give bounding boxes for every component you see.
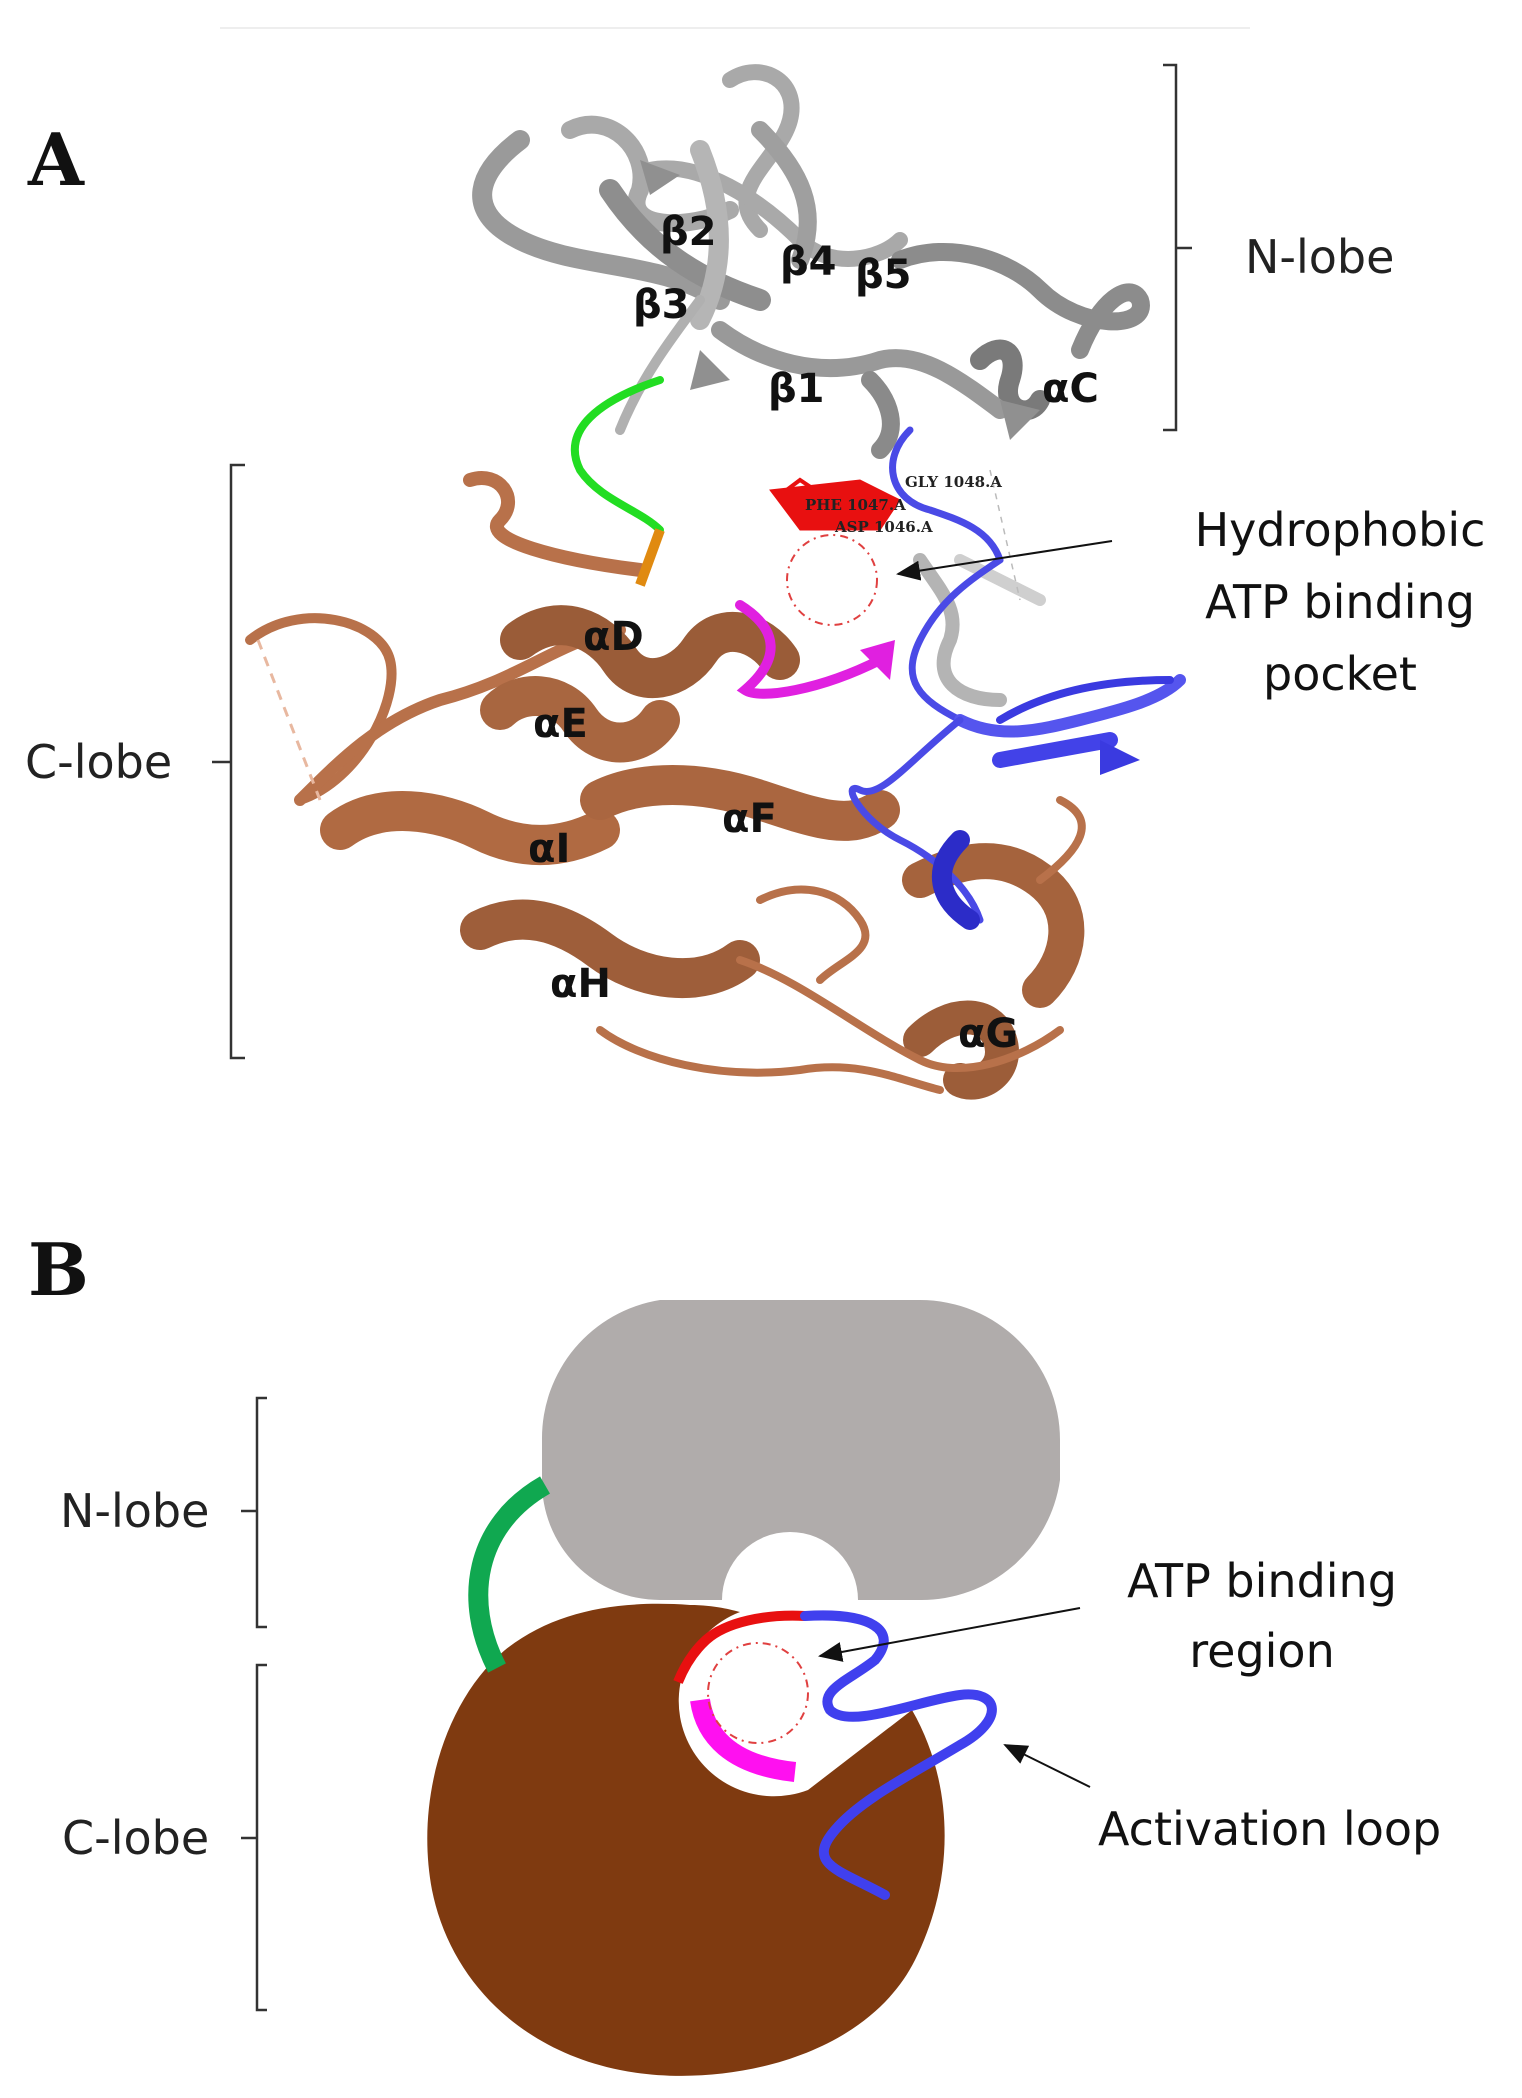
helix-label-af: αF [722,796,777,842]
panel-b: B N-lobe C-lobe ATP binding region Activ… [28,1227,1441,2076]
n-lobe-ribbon [472,64,1150,707]
atp-region-label-line1: ATP binding [1127,1554,1397,1608]
helix-label-ag: αG [958,1011,1018,1057]
catalytic-arc [690,1698,797,1782]
dashed-guide [989,469,1021,601]
activation-loop-arrow [1003,1744,1091,1788]
pocket-label-line1: Hydrophobic [1195,503,1486,557]
panel-a: A [25,27,1486,1100]
disordered-segment [256,639,322,801]
strand-label-b3: β3 [633,282,689,328]
c-lobe-ribbon [245,471,1086,1100]
helix-label-ac: αC [1042,366,1099,412]
n-lobe-bracket [1163,63,1192,432]
atp-region-label-line2: region [1189,1624,1334,1678]
activation-loop-label: Activation loop [1098,1802,1441,1856]
catalytic-loop-arrowhead [860,640,895,680]
strand-label-b2: β2 [660,209,716,255]
n-lobe-bracket-b [241,1396,267,1629]
pocket-label-line2: ATP binding [1205,575,1475,629]
n-lobe-label: N-lobe [1245,230,1394,284]
panel-b-letter: B [28,1227,89,1312]
activation-loop-arrowhead [1100,740,1140,775]
atp-region-arrow [818,1607,1081,1662]
gatekeeper-stick [635,528,665,587]
panel-a-letter: A [27,117,85,202]
residue-label-gly: GLY 1048.A [905,473,1002,491]
helix-label-ai: αI [528,826,570,872]
linker-region [468,1476,551,1673]
c-lobe-shape [427,1603,945,2076]
atp-region-circle [707,1642,809,1744]
atp-pocket-circle [786,534,878,626]
dfg-arc [673,1610,806,1684]
pocket-arrow [896,540,1113,581]
c-lobe-bracket [212,463,245,1060]
strand-label-b1: β1 [768,366,824,412]
hinge-region [570,376,664,534]
strand-label-b5: β5 [855,252,911,298]
dfg-motif [769,477,901,531]
pocket-label-line3: pocket [1263,647,1417,701]
catalytic-loop [735,600,885,699]
c-lobe-label: C-lobe [25,735,172,789]
residue-label-asp: ASP 1046.A [834,518,933,536]
helix-label-ad: αD [583,614,644,660]
activation-loop-shape [800,1610,997,1900]
n-lobe-shape [541,1300,1060,1601]
helix-label-ah: αH [550,961,611,1007]
n-lobe-label-b: N-lobe [60,1484,209,1538]
residue-label-phe: PHE 1047.A [805,496,906,514]
n-lobe-arrowheads [640,160,1040,440]
activation-loop [848,426,1186,930]
helix-label-ae: αE [533,701,588,747]
c-lobe-bracket-b [241,1663,267,2012]
strand-label-b4: β4 [780,239,836,285]
c-lobe-label-b: C-lobe [62,1811,209,1865]
